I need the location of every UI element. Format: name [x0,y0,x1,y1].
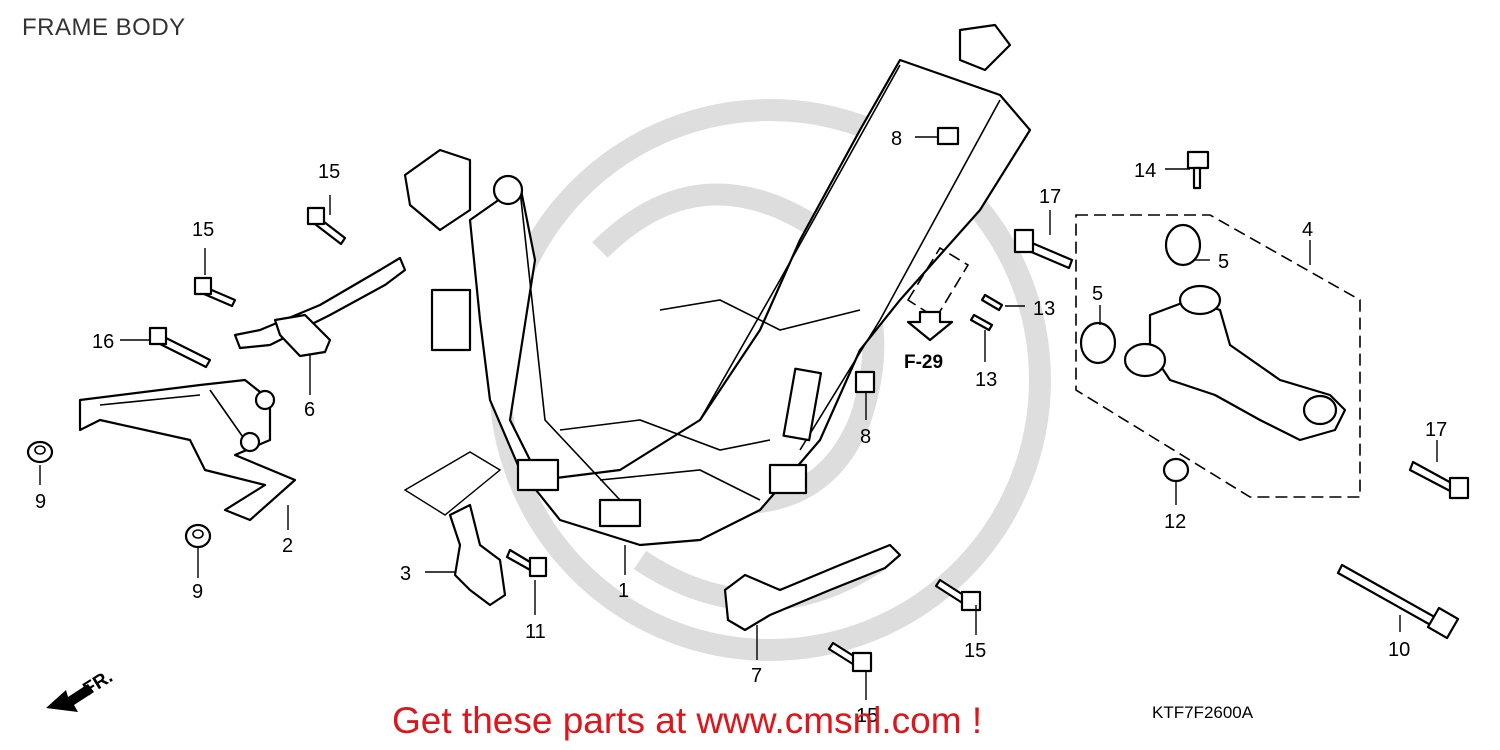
reference-label: F-29 [904,352,943,373]
bolt-part-15c[interactable] [934,578,982,612]
callout-9: 9 [192,581,203,603]
callout-1: 1 [618,580,629,602]
callout-13: 13 [975,369,997,391]
promo-link-text[interactable]: Get these parts at www.cmsnl.com ! [392,700,983,741]
bolt-part-17b[interactable] [1408,460,1470,500]
nut-part-9a[interactable] [26,440,54,464]
callout-2: 2 [282,535,293,557]
bracket-part-3[interactable] [448,503,507,607]
callout-15: 15 [318,161,340,183]
callout-6: 6 [304,399,315,421]
nut-part-12[interactable] [1162,457,1190,483]
bolt-part-14[interactable] [1186,150,1210,190]
callout-10: 10 [1388,639,1410,661]
stay-part-7[interactable] [723,543,902,632]
bolt-part-17a[interactable] [1013,228,1074,270]
rubber-bush-5a[interactable] [1164,223,1202,267]
callout-14: 14 [1134,160,1156,182]
engine-hanger-part-4[interactable] [1123,284,1347,442]
callout-12: 12 [1164,511,1186,533]
rubber-bush-5b[interactable] [1079,321,1117,365]
bolt-part-15b[interactable] [193,276,237,308]
callout-5: 5 [1092,283,1103,305]
callout-11: 11 [525,621,546,643]
callout-13: 13 [1033,298,1055,320]
front-direction-arrow-icon [46,684,94,712]
main-frame-part[interactable] [403,23,1032,547]
clip-part-8a[interactable] [936,126,960,146]
callout-15: 15 [856,705,878,727]
stay-part-6[interactable] [233,256,407,358]
callout-17: 17 [1039,186,1061,208]
bolt-part-11[interactable] [505,548,548,578]
callout-8: 8 [891,128,902,150]
callout-5: 5 [1218,251,1229,273]
nut-part-9b[interactable] [184,523,212,549]
page-title: FRAME BODY [22,14,186,41]
bolt-part-10[interactable] [1336,563,1460,640]
bolt-part-15d[interactable] [827,641,873,673]
leader-lines [39,136,1438,700]
bracket-part-2[interactable] [78,378,297,522]
callout-8: 8 [860,426,871,448]
callout-15: 15 [964,640,986,662]
bolt-part-16[interactable] [148,326,212,369]
callout-15: 15 [192,219,214,241]
screw-part-13a[interactable] [980,293,1004,312]
assembly-group-outline [1075,214,1361,498]
reference-arrow-icon [906,310,954,342]
callout-16: 16 [92,331,114,353]
callout-17: 17 [1425,419,1447,441]
callout-4: 4 [1302,219,1313,241]
bolt-part-15a[interactable] [306,206,347,246]
callout-3: 3 [400,563,411,585]
callout-7: 7 [751,665,762,687]
diagram-code: KTF7F2600A [1152,703,1254,722]
clip-part-8b[interactable] [854,370,876,394]
screw-part-13b[interactable] [969,313,994,332]
callout-9: 9 [35,491,46,513]
